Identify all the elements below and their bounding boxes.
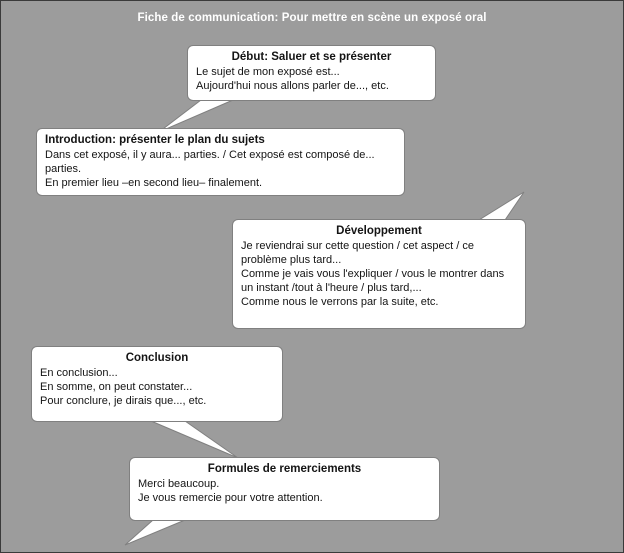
bubble-debut-line: Le sujet de mon exposé est... [196, 66, 340, 78]
bubble-debut-title: Début: Saluer et se présenter [231, 51, 392, 63]
page-title: Fiche de communication: Pour mettre en s… [137, 12, 487, 24]
bubble-conclusion-line: En conclusion... [40, 367, 118, 379]
bubble-conclusion-line: Pour conclure, je dirais que..., etc. [40, 395, 207, 407]
bubble-remerciements: Formules de remerciements Merci beaucoup… [129, 457, 440, 521]
bubble-conclusion-line: En somme, on peut constater... [40, 381, 193, 393]
bubble-developpement-line: Je reviendrai sur cette question / cet a… [241, 240, 474, 266]
bubble-developpement-title: Développement [336, 225, 422, 237]
bubble-introduction-line: En premier lieu –en second lieu– finalem… [45, 177, 263, 189]
bubble-remerciements-line: Je vous remercie pour votre attention. [138, 492, 323, 504]
bubble-developpement-line: Comme je vais vous l'expliquer / vous le… [241, 268, 505, 294]
tail-developpement-icon [477, 191, 525, 221]
bubble-conclusion-title: Conclusion [125, 352, 189, 364]
bubble-conclusion: Conclusion En conclusion... En somme, on… [31, 346, 283, 422]
bubble-debut: Début: Saluer et se présenter Le sujet d… [187, 45, 436, 101]
bubble-developpement-line: Comme nous le verrons par la suite, etc. [241, 296, 439, 308]
bubble-remerciements-title: Formules de remerciements [207, 463, 362, 475]
tail-conclusion-icon [150, 420, 239, 459]
tail-remerciements-icon [124, 519, 186, 546]
bubble-introduction-title: Introduction: présenter le plan du sujet… [45, 134, 265, 146]
bubble-debut-line: Aujourd'hui nous allons parler de..., et… [196, 80, 389, 92]
bubble-introduction-line: Dans cet exposé, il y aura... parties. /… [45, 149, 375, 175]
bubble-introduction: Introduction: présenter le plan du sujet… [36, 128, 405, 196]
bubble-remerciements-line: Merci beaucoup. [138, 478, 220, 490]
bubble-developpement: Développement Je reviendrai sur cette qu… [232, 219, 526, 329]
